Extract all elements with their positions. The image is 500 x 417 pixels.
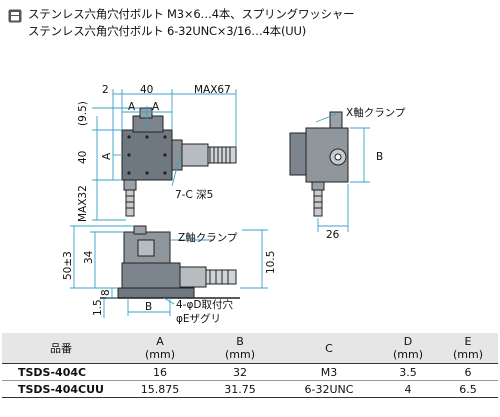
dim-8: 8 [100, 289, 112, 296]
dim-max32: MAX32 [77, 185, 89, 222]
cell-c: 6-32UNC [280, 380, 378, 398]
table-row: TSDS-404CUU 15.875 31.75 6-32UNC 4 6.5 [2, 380, 498, 398]
dim-10-5: 10.5 [265, 251, 277, 274]
spec-table: 品番 A(mm) B(mm) C D(mm) E(mm) TSDS-404C 1… [2, 333, 498, 398]
dim-2: 2 [102, 84, 109, 96]
cell-b: 32 [200, 363, 280, 381]
label-7c-depth: 7-C 深5 [175, 189, 213, 201]
dimension-lines [70, 89, 370, 318]
side-view [289, 111, 349, 217]
col-header-d: D(mm) [392, 335, 423, 361]
cell-a: 16 [120, 363, 200, 381]
dim-a-left: A [101, 152, 113, 160]
label-mount-hole: 4-φD取付穴 [176, 298, 233, 311]
col-header-a: A(mm) [144, 335, 175, 361]
header-notes: ステンレス六角穴付ボルト M3×6…4本、スプリングワッシャー ステンレス六角穴… [8, 6, 494, 42]
cell-d: 4 [378, 380, 438, 398]
table-row: TSDS-404C 16 32 M3 3.5 6 [2, 363, 498, 381]
dim-a-1: A [128, 101, 136, 113]
label-z-clamp: Z軸クランプ [178, 231, 238, 244]
dim-max67: MAX67 [194, 84, 231, 96]
label-x-clamp: X軸クランプ [346, 106, 406, 119]
dim-26: 26 [326, 229, 340, 241]
header-line-1: ステンレス六角穴付ボルト M3×6…4本、スプリングワッシャー [28, 7, 355, 21]
cell-part-no: TSDS-404C [2, 363, 120, 381]
technical-drawing: 2 40 MAX67 A A (9.5) 40 A MAX32 7-C 深5 X… [62, 84, 406, 325]
dim-1-5: 1.5 [92, 299, 104, 316]
cell-c: M3 [280, 363, 378, 381]
front-view [100, 225, 240, 299]
dim-50: 50±3 [62, 251, 74, 280]
col-header-part-no: 品番 [50, 341, 72, 355]
bolt-icon [8, 9, 22, 23]
dim-a-2: A [152, 101, 160, 113]
cell-a: 15.875 [120, 380, 200, 398]
dim-b-side: B [376, 151, 383, 163]
col-header-b: B(mm) [224, 335, 255, 361]
cell-d: 3.5 [378, 363, 438, 381]
col-header-c: C [325, 341, 333, 355]
cell-part-no: TSDS-404CUU [2, 380, 120, 398]
header-line-2: ステンレス六角穴付ボルト 6-32UNC×3/16…4本(UU) [28, 24, 306, 38]
top-view [121, 107, 237, 217]
cell-b: 31.75 [200, 380, 280, 398]
dim-40-top: 40 [140, 84, 153, 96]
dim-9-5: (9.5) [77, 101, 89, 126]
table-header-row: 品番 A(mm) B(mm) C D(mm) E(mm) [2, 333, 498, 364]
cell-e: 6.5 [438, 380, 498, 398]
dim-40-left: 40 [77, 151, 89, 164]
dim-34: 34 [83, 250, 95, 264]
cell-e: 6 [438, 363, 498, 381]
dim-b-bottom: B [145, 301, 152, 313]
col-header-e: E(mm) [452, 335, 483, 361]
label-counterbore: φEザグリ [176, 312, 221, 325]
